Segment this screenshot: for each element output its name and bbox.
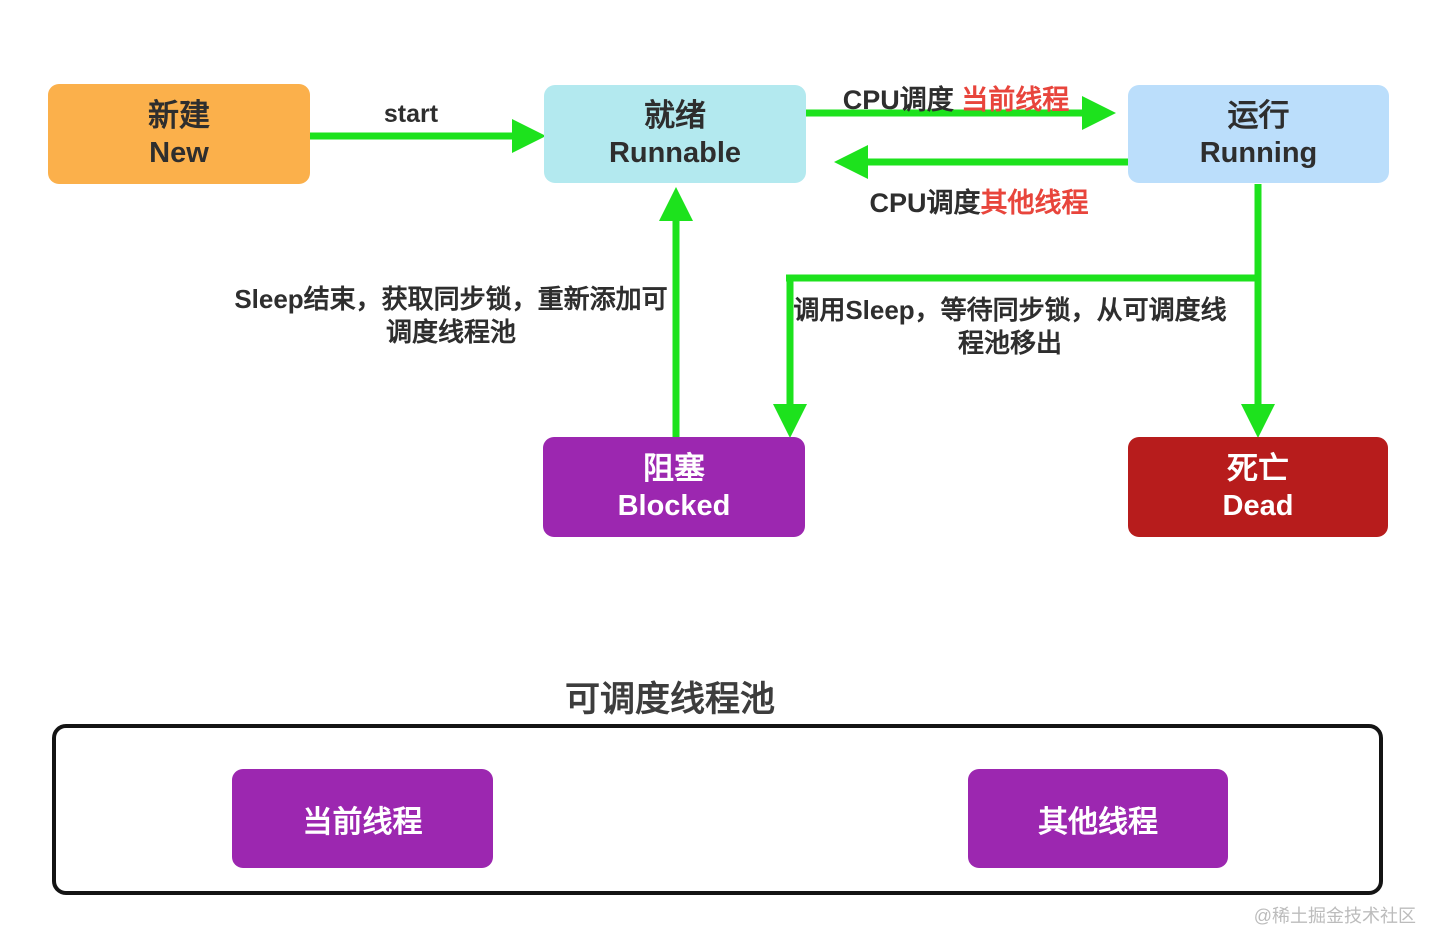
edge-label-cpu-schedule-current: CPU调度 当前线程 xyxy=(843,78,1070,117)
edge-label-cpu-current-prefix: CPU调度 xyxy=(842,85,962,115)
pool-title: 可调度线程池 xyxy=(564,680,776,719)
state-dead-label-en: Dead xyxy=(1222,490,1294,522)
pool-item-current-thread: 当前线程 xyxy=(232,769,493,868)
pool-item-current-thread-label: 当前线程 xyxy=(302,805,423,839)
pool-item-other-thread-label: 其他线程 xyxy=(1038,805,1158,839)
edge-label-cpu-current-highlight: 当前线程 xyxy=(961,85,1070,115)
state-running-label-zh: 运行 xyxy=(1227,98,1290,133)
state-dead-label-zh: 死亡 xyxy=(1227,451,1289,486)
state-runnable-label-en: Runnable xyxy=(608,137,742,169)
edge-label-cpu-schedule-other: CPU调度其他线程 xyxy=(869,181,1088,220)
edge-label-call-sleep-line2: 程池移出 xyxy=(957,328,1062,358)
edge-label-call-sleep-line1: 调用Sleep，等待同步锁，从可调度线 xyxy=(793,295,1227,325)
state-node-dead: 死亡 Dead xyxy=(1128,437,1388,537)
state-runnable-label-zh: 就绪 xyxy=(644,98,706,133)
edge-running-to-runnable xyxy=(834,145,1128,179)
pool-item-other-thread: 其他线程 xyxy=(968,769,1228,868)
edge-label-cpu-other-highlight: 其他线程 xyxy=(980,188,1089,218)
edge-label-sleep-end: Sleep结束，获取同步锁，重新添加可 调度线程池 xyxy=(234,283,667,349)
state-node-running: 运行 Running xyxy=(1128,85,1389,183)
watermark: @稀土掘金技术社区 xyxy=(1253,906,1416,926)
edge-label-sleep-end-line1: Sleep结束，获取同步锁，重新添加可 xyxy=(234,284,668,314)
state-new-label-en: New xyxy=(149,137,209,169)
state-blocked-label-en: Blocked xyxy=(617,490,731,522)
state-new-label-zh: 新建 xyxy=(148,98,210,133)
state-node-runnable: 就绪 Runnable xyxy=(544,85,806,183)
state-node-new: 新建 New xyxy=(48,84,310,184)
edge-label-call-sleep: 调用Sleep，等待同步锁，从可调度线 程池移出 xyxy=(793,294,1226,360)
state-node-blocked: 阻塞 Blocked xyxy=(543,437,805,537)
state-blocked-label-zh: 阻塞 xyxy=(643,451,705,486)
edge-label-sleep-end-line2: 调度线程池 xyxy=(385,317,516,347)
edge-label-start: start xyxy=(383,100,439,128)
state-running-label-en: Running xyxy=(1199,137,1318,169)
edge-label-cpu-other-prefix: CPU调度 xyxy=(869,188,981,218)
edge-running-to-dead xyxy=(1241,184,1275,438)
